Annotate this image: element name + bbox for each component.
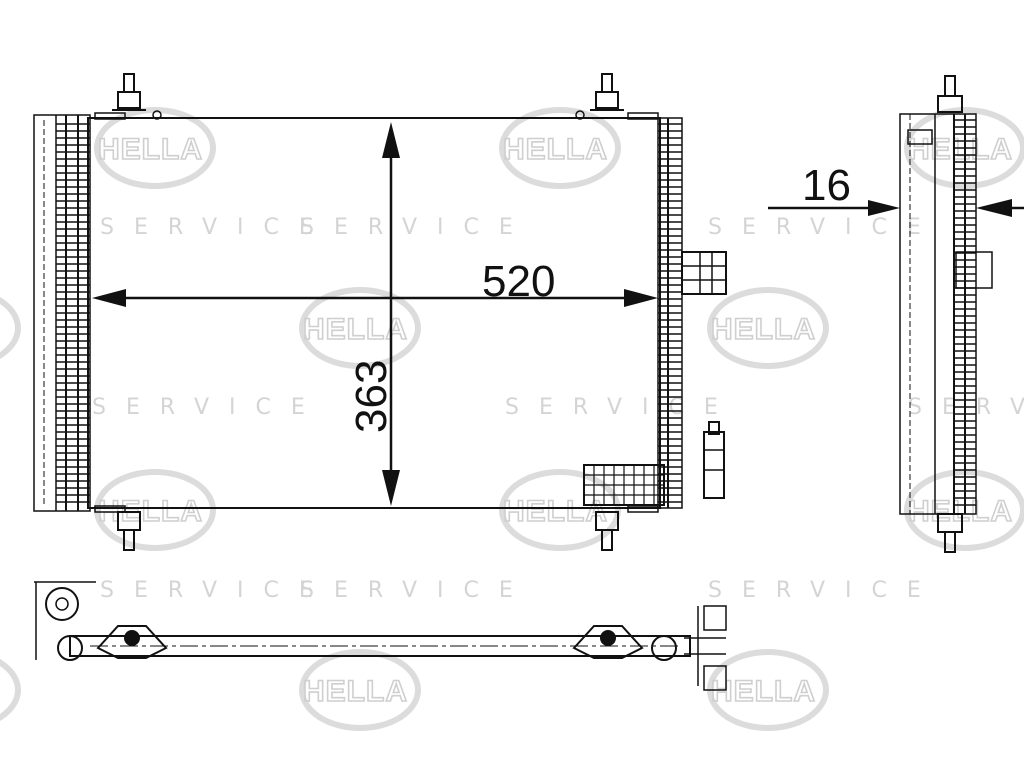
- front-view: [33, 73, 727, 551]
- lower-pipe-connector: [583, 421, 725, 506]
- side-view: [899, 75, 993, 553]
- hella-logo-watermark: HELLA: [707, 649, 829, 731]
- hella-logo-watermark: [0, 296, 21, 360]
- upper-pipe-connector: [681, 251, 727, 295]
- top-mount-pin-right: [575, 73, 659, 120]
- svg-text:HELLA: HELLA: [711, 313, 816, 346]
- service-watermark: SERVICE: [100, 215, 333, 240]
- hella-logo-watermark: HELLA: [94, 107, 216, 189]
- thickness-dimension: 16: [768, 161, 1024, 217]
- bottom-view: [34, 581, 727, 691]
- svg-text:HELLA: HELLA: [908, 495, 1013, 528]
- service-watermark: SERVICE: [92, 395, 325, 420]
- hella-logo-watermark: HELLA: [707, 287, 829, 369]
- bottom-mount-pin-right: [595, 505, 659, 551]
- svg-text:HELLA: HELLA: [303, 675, 408, 708]
- service-watermark: SERVICE: [300, 215, 533, 240]
- hella-logo-watermark: HELLA: [904, 469, 1024, 551]
- svg-text:HELLA: HELLA: [503, 495, 608, 528]
- width-dimension: 520: [92, 257, 658, 307]
- hella-logo-watermark: HELLA: [94, 469, 216, 551]
- service-watermark: SERVICE: [708, 578, 941, 603]
- svg-text:HELLA: HELLA: [908, 133, 1013, 166]
- service-watermark: SERVICE: [708, 215, 941, 240]
- bottom-mount-pin-left: [94, 505, 141, 551]
- hella-logo-watermark: HELLA: [299, 287, 421, 369]
- svg-text:HELLA: HELLA: [503, 133, 608, 166]
- right-header-tank: [657, 117, 683, 509]
- bottom-view-pipe-end: [45, 587, 79, 621]
- svg-text:HELLA: HELLA: [98, 133, 203, 166]
- thickness-label: 16: [802, 161, 851, 210]
- bottom-view-mount-left: [96, 625, 168, 659]
- left-header-tank: [33, 114, 91, 512]
- svg-text:HELLA: HELLA: [711, 675, 816, 708]
- hella-logo-watermark: [0, 658, 21, 722]
- top-mount-pin-left: [94, 73, 162, 120]
- hella-logo-watermark: HELLA: [499, 107, 621, 189]
- service-watermark: SERVICE: [505, 395, 738, 420]
- hella-logo-watermark: HELLA: [499, 469, 621, 551]
- height-dimension: 363: [347, 122, 400, 506]
- bottom-view-mount-right: [572, 625, 644, 659]
- service-watermark: SERVICE: [300, 578, 533, 603]
- width-label: 520: [482, 257, 555, 306]
- service-watermark: SERVICE: [100, 578, 333, 603]
- height-label: 363: [347, 360, 396, 433]
- hella-logo-watermark: HELLA: [299, 649, 421, 731]
